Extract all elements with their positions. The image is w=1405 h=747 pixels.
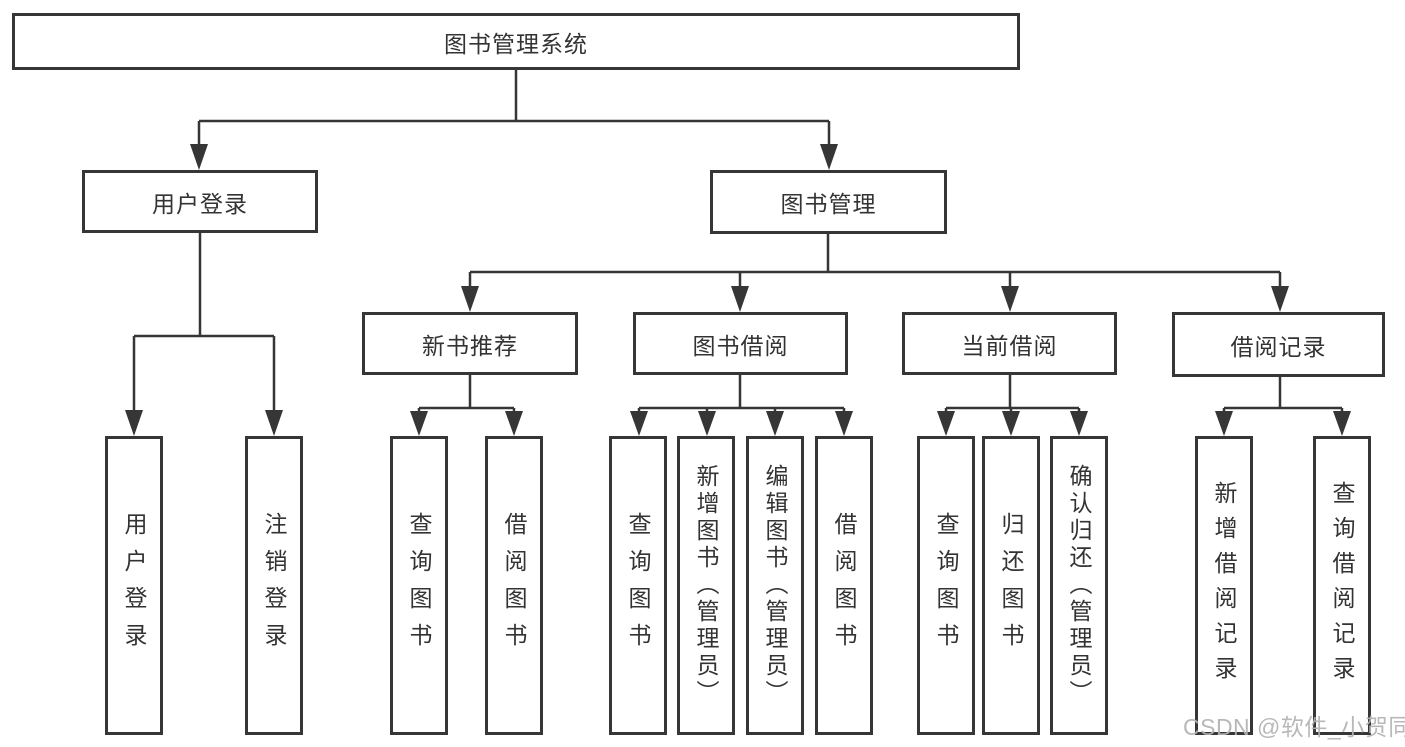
node-label: 确认归还（管理员） bbox=[1066, 464, 1092, 707]
node-label: 新书推荐 bbox=[422, 332, 518, 359]
node-book-borrow: 图书借阅 bbox=[633, 312, 848, 375]
node-borrow-records: 借阅记录 bbox=[1172, 312, 1385, 377]
node-book-management: 图书管理 bbox=[710, 170, 947, 234]
node-new-book-recommend: 新书推荐 bbox=[362, 312, 578, 375]
node-label: 归还图书 bbox=[998, 511, 1024, 660]
node-leaf-borrow-books-2: 借阅图书 bbox=[815, 436, 873, 735]
node-user-login: 用户登录 bbox=[82, 170, 318, 233]
node-leaf-logout: 注销登录 bbox=[245, 436, 303, 735]
node-label: 编辑图书（管理员） bbox=[762, 464, 788, 707]
node-label: 图书管理系统 bbox=[444, 30, 588, 57]
node-label: 查询借阅记录 bbox=[1329, 480, 1355, 691]
connector-arrowheads bbox=[125, 144, 1351, 436]
node-label: 图书借阅 bbox=[692, 332, 789, 359]
node-leaf-query-books-2: 查询图书 bbox=[609, 436, 667, 735]
node-leaf-return-books: 归还图书 bbox=[982, 436, 1040, 735]
csdn-watermark: CSDN @软件_小贺同学 bbox=[1183, 714, 1405, 740]
node-label: 用户登录 bbox=[152, 190, 248, 217]
node-leaf-query-books-3: 查询图书 bbox=[917, 436, 975, 735]
node-leaf-query-borrow-record: 查询借阅记录 bbox=[1313, 436, 1371, 735]
node-leaf-add-borrow-record: 新增借阅记录 bbox=[1195, 436, 1253, 735]
node-label: 查询图书 bbox=[406, 511, 432, 660]
node-label: 用户登录 bbox=[121, 511, 147, 660]
node-leaf-user-login: 用户登录 bbox=[105, 436, 163, 735]
node-leaf-add-books-admin: 新增图书（管理员） bbox=[677, 436, 735, 735]
node-label: 查询图书 bbox=[625, 511, 651, 660]
node-label: 新增图书（管理员） bbox=[693, 464, 719, 707]
node-leaf-query-books-1: 查询图书 bbox=[390, 436, 448, 735]
node-label: 查询图书 bbox=[933, 511, 959, 660]
connector-lines bbox=[132, 70, 1344, 414]
node-leaf-borrow-books-1: 借阅图书 bbox=[485, 436, 543, 735]
node-library-management-system: 图书管理系统 bbox=[12, 13, 1020, 70]
node-current-borrow: 当前借阅 bbox=[902, 312, 1117, 375]
node-label: 借阅图书 bbox=[501, 511, 527, 660]
node-label: 图书管理 bbox=[780, 191, 877, 217]
node-label: 借阅记录 bbox=[1230, 333, 1327, 360]
node-label: 新增借阅记录 bbox=[1211, 480, 1237, 691]
node-label: 借阅图书 bbox=[831, 511, 857, 660]
node-label: 注销登录 bbox=[261, 511, 287, 660]
node-label: 当前借阅 bbox=[961, 332, 1058, 359]
node-leaf-confirm-return-admin: 确认归还（管理员） bbox=[1050, 436, 1108, 735]
node-leaf-edit-books-admin: 编辑图书（管理员） bbox=[746, 436, 804, 735]
